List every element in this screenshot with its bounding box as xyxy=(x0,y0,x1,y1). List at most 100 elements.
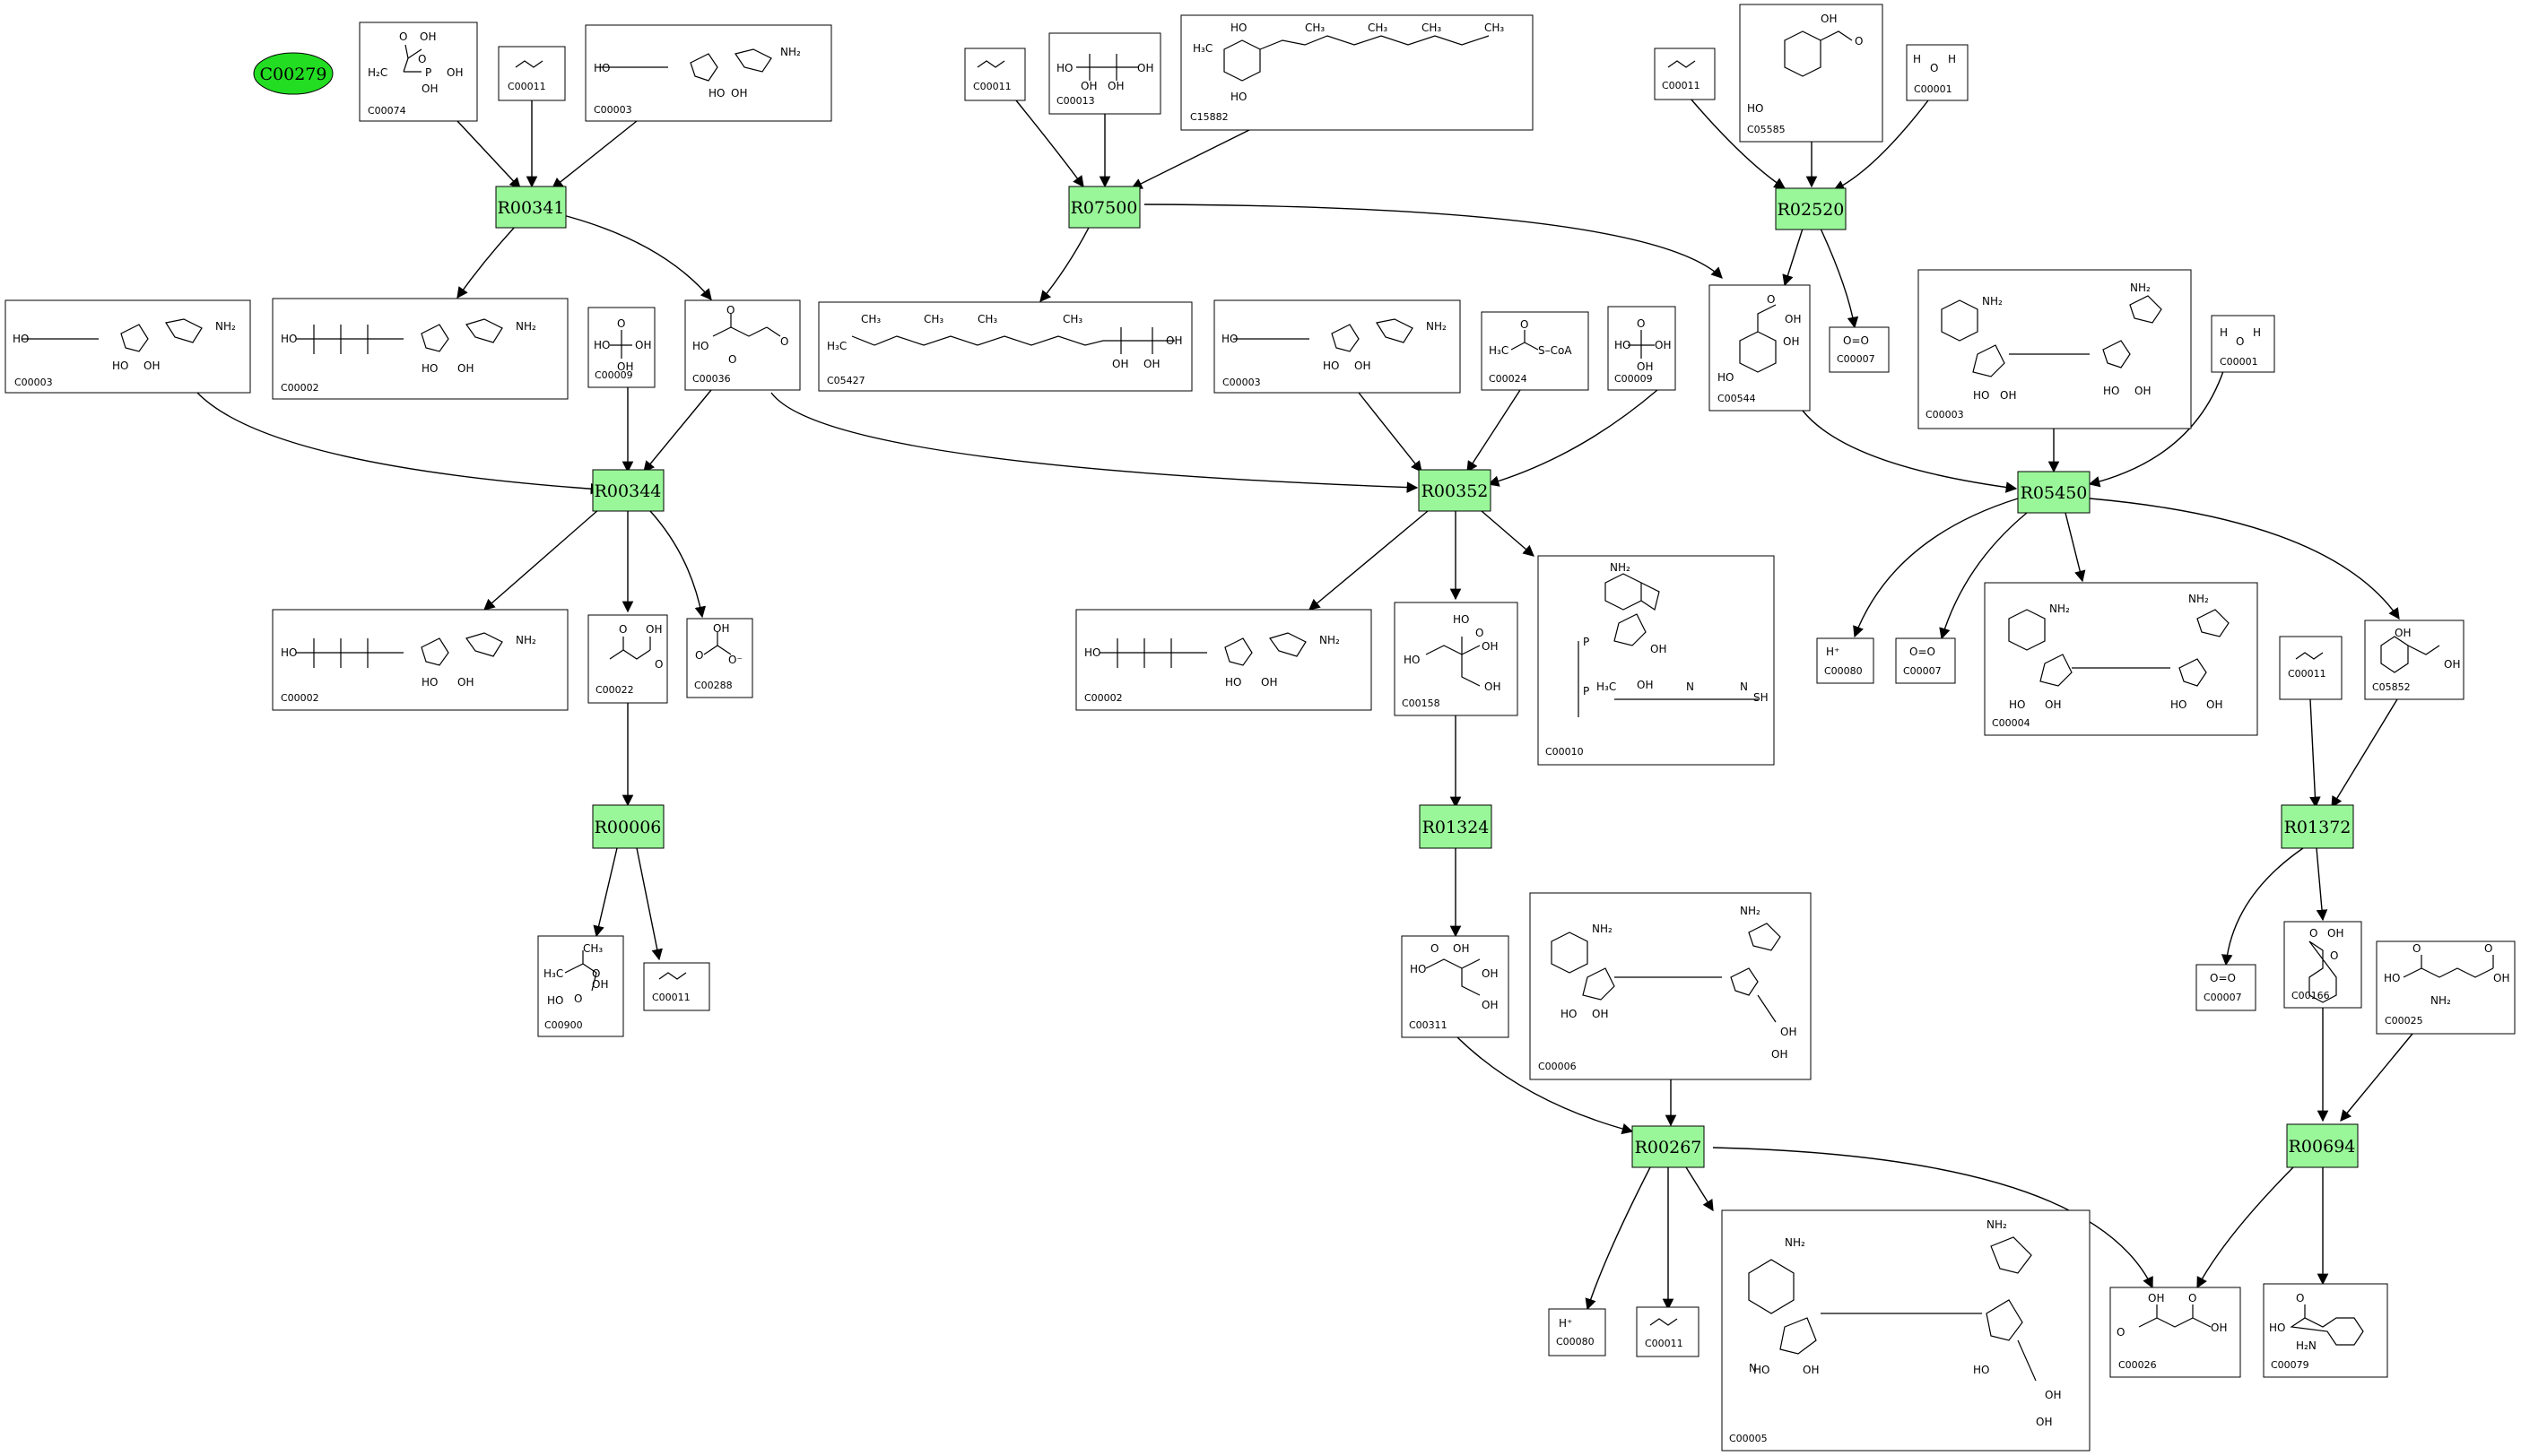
compound-node[interactable]: C00011 xyxy=(1654,48,1716,100)
compound-node[interactable]: OH OH C05852 xyxy=(2364,620,2464,700)
reaction-node[interactable]: R01372 xyxy=(2281,804,2354,849)
reaction-node[interactable]: R05450 xyxy=(2017,471,2091,514)
reaction-node[interactable]: R00006 xyxy=(592,804,665,849)
compound-node[interactable]: H O H C00001 xyxy=(2211,315,2275,373)
svg-text:OH: OH xyxy=(1785,313,1801,325)
svg-text:O: O xyxy=(780,335,788,348)
structure-drawing: O HO H₂N xyxy=(2269,1292,2364,1352)
svg-text:HO: HO xyxy=(13,333,29,345)
compound-node[interactable]: HO NH₂ HO OH C00002 xyxy=(1075,609,1372,711)
reaction-node[interactable]: R00694 xyxy=(2286,1123,2359,1168)
compound-node[interactable]: OH O O OH C00026 xyxy=(2109,1287,2241,1378)
compound-node[interactable]: HO NH₂ HO OH C00003 xyxy=(585,24,832,122)
structure-drawing xyxy=(515,60,543,68)
svg-text:HO: HO xyxy=(281,333,297,345)
compound-node[interactable]: O=O C00007 xyxy=(1895,637,1956,684)
compound-id: C00011 xyxy=(508,81,546,92)
svg-text:HO: HO xyxy=(2269,1322,2285,1334)
svg-text:OH: OH xyxy=(1081,80,1097,92)
compound-node[interactable]: O O HO OH NH₂ C00025 xyxy=(2376,940,2516,1035)
compound-node[interactable]: O=O C00007 xyxy=(2195,964,2256,1011)
compound-node[interactable]: O OH HO OH OH C00311 xyxy=(1401,935,1509,1038)
compound-node[interactable]: OH O O⁻ C00288 xyxy=(686,618,753,698)
edge-r05450-c00080 xyxy=(1853,498,2019,638)
edge-r00344-c00288 xyxy=(649,510,707,619)
compound-node[interactable]: HO OH OH OH C00013 xyxy=(1048,32,1161,115)
compound-node[interactable]: NH₂ NH₂ HO OH OH OH C00006 xyxy=(1529,892,1812,1080)
compound-node[interactable]: NH₂ NH₂ N HO OH HO OH OH C00005 xyxy=(1721,1209,2091,1452)
svg-text:OH: OH xyxy=(1650,643,1666,655)
compound-node[interactable]: C00011 xyxy=(498,46,566,101)
reaction-node[interactable]: R07500 xyxy=(1068,186,1141,229)
structure-drawing: H⁺ xyxy=(1826,646,1839,658)
compound-node[interactable]: H O H C00001 xyxy=(1906,44,1969,101)
svg-text:OH: OH xyxy=(1783,335,1799,348)
svg-text:OH: OH xyxy=(1484,680,1500,693)
svg-text:OH: OH xyxy=(2211,1322,2227,1334)
structure-drawing: O OH O xyxy=(2308,927,2343,1003)
compound-id: C00158 xyxy=(1402,698,1440,709)
compound-node[interactable]: HO OH O OH C00009 xyxy=(1607,306,1676,391)
compound-node[interactable]: O HO H₂N C00079 xyxy=(2263,1283,2388,1378)
compound-node[interactable]: CH₃ H₃C O OH HO O C00900 xyxy=(537,935,624,1037)
svg-text:N: N xyxy=(1686,680,1694,693)
edge-c00036-r00352 xyxy=(770,392,1419,493)
svg-text:H: H xyxy=(2220,326,2228,339)
reaction-node[interactable]: R01324 xyxy=(1419,804,1492,849)
compound-node[interactable]: H₃C O S–CoA C00024 xyxy=(1481,311,1589,391)
edge-c00024-r00352 xyxy=(1466,389,1521,473)
svg-text:NH₂: NH₂ xyxy=(1740,905,1760,917)
reaction-node[interactable]: R00352 xyxy=(1418,469,1491,512)
reaction-node[interactable]: R02520 xyxy=(1775,187,1847,230)
compound-node[interactable]: O=O C00007 xyxy=(1829,326,1890,373)
edge-r00344-c00002 xyxy=(483,508,600,611)
compound-node[interactable]: H⁺ C00080 xyxy=(1548,1308,1606,1356)
compound-node[interactable]: O OH H₂C P OH O OH C00074 xyxy=(359,22,478,122)
svg-text:OH: OH xyxy=(1143,358,1160,370)
compound-id: C00006 xyxy=(1538,1061,1577,1072)
svg-text:HO: HO xyxy=(2009,698,2025,711)
svg-text:HO: HO xyxy=(1747,102,1763,115)
reaction-node[interactable]: R00341 xyxy=(495,186,567,229)
reaction-node[interactable]: R00267 xyxy=(1631,1125,1705,1168)
compound-node[interactable]: HO NH₂ HO OH C00002 xyxy=(272,609,569,711)
svg-text:O: O xyxy=(726,304,735,316)
structure-drawing: HO NH₂ HO OH xyxy=(281,632,536,689)
compound-node[interactable]: H⁺ C00080 xyxy=(1816,637,1874,684)
compound-node[interactable]: O OH O C00166 xyxy=(2283,921,2362,1009)
svg-text:H₂C: H₂C xyxy=(368,66,387,79)
compound-node[interactable]: HO NH₂ HO OH C00003 xyxy=(4,299,251,394)
svg-text:OH: OH xyxy=(1453,942,1469,955)
svg-text:O: O xyxy=(655,658,663,671)
structure-drawing: O=O xyxy=(1843,334,1869,347)
compound-node[interactable]: CH₃ CH₃ CH₃ CH₃ H₃C OH OH OH C05427 xyxy=(818,301,1193,392)
compound-node[interactable]: O OH O C00022 xyxy=(587,614,668,704)
compound-node[interactable]: HO O HO OH OH C00158 xyxy=(1394,602,1518,716)
compound-node[interactable]: C00011 xyxy=(1636,1306,1700,1357)
svg-text:HO: HO xyxy=(1973,389,1989,402)
compound-node[interactable]: C00011 xyxy=(2279,636,2343,700)
orphan-node[interactable]: C00279 xyxy=(253,52,334,95)
reaction-label: R01372 xyxy=(2284,818,2351,837)
svg-text:OH: OH xyxy=(1137,62,1153,74)
svg-text:HO: HO xyxy=(422,676,438,689)
compound-node[interactable]: HO OH O OH C00009 xyxy=(587,307,656,388)
reaction-node[interactable]: R00344 xyxy=(592,469,665,512)
compound-node[interactable]: HO NH₂ HO OH C00002 xyxy=(272,298,569,400)
compound-node[interactable]: HO O O O C00036 xyxy=(684,299,801,391)
svg-text:HO: HO xyxy=(1717,371,1734,384)
svg-text:OH: OH xyxy=(731,87,747,100)
compound-node[interactable]: C00011 xyxy=(964,48,1026,101)
compound-node[interactable]: C00011 xyxy=(643,962,710,1011)
compound-node[interactable]: OH HO O C05585 xyxy=(1739,4,1883,143)
compound-node[interactable]: HO H₃C HO CH₃ CH₃ CH₃ CH₃ C15882 xyxy=(1180,14,1534,131)
edge-r07500-c05427 xyxy=(1039,225,1091,302)
svg-text:HO: HO xyxy=(594,339,610,351)
compound-node[interactable]: NH₂ NH₂ HO OH HO OH C00004 xyxy=(1984,582,2258,736)
compound-node[interactable]: NH₂ P P OH H₃C OH N N SH C00010 xyxy=(1537,555,1775,766)
svg-text:H₃C: H₃C xyxy=(1193,42,1213,55)
compound-node[interactable]: HO NH₂ HO OH C00003 xyxy=(1213,299,1461,394)
structure-drawing: CH₃ CH₃ CH₃ CH₃ H₃C OH OH OH xyxy=(827,313,1182,370)
compound-node[interactable]: O OH OH HO C00544 xyxy=(1708,284,1811,412)
compound-node[interactable]: NH₂ NH₂ HO OH HO OH C00003 xyxy=(1917,269,2192,429)
